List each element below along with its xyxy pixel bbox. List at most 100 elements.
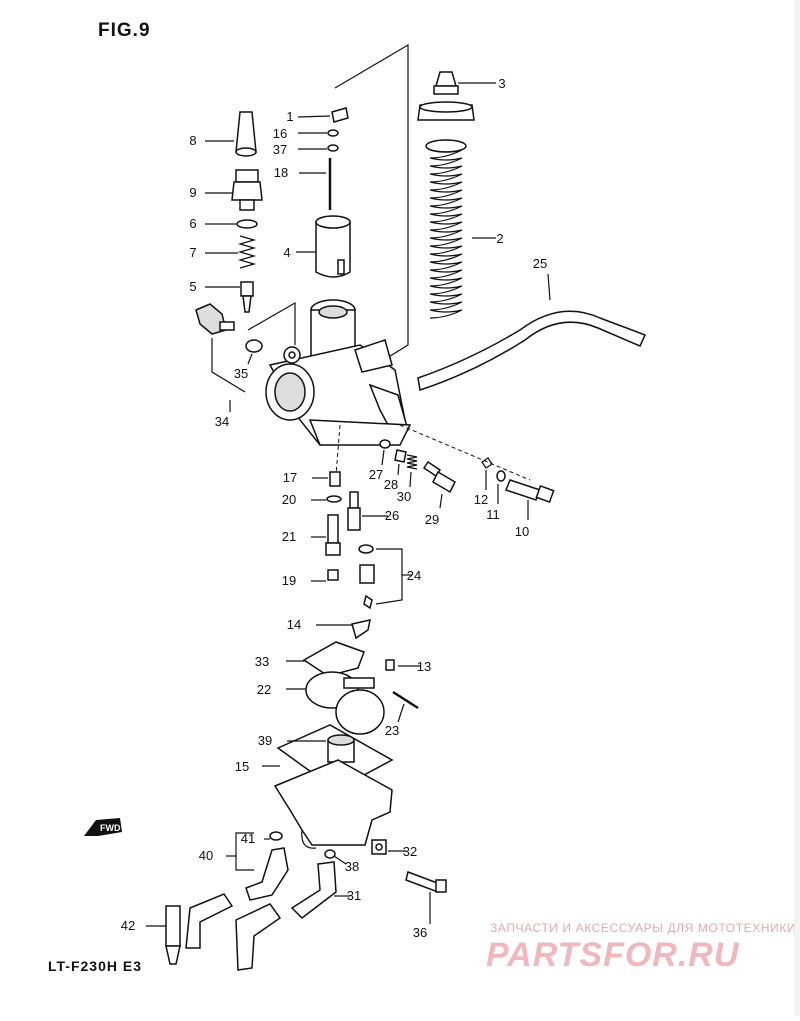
fwd-arrow-icon: FWD: [84, 818, 122, 836]
part-4-throttle-valve: [315, 215, 351, 278]
float-chamber: [273, 759, 393, 849]
callout-36: 36: [413, 925, 427, 940]
callout-3: 3: [498, 76, 505, 91]
part-26-jet: [347, 491, 361, 531]
callout-39: 39: [258, 733, 272, 748]
leader-lines: [146, 82, 551, 927]
model-label: LT-F230H E3: [48, 958, 142, 974]
callout-15: 15: [235, 759, 249, 774]
callout-5: 5: [189, 279, 196, 294]
part-40-bracket: [235, 832, 254, 871]
callout-24: 24: [407, 568, 421, 583]
leader-line-35: [247, 353, 253, 365]
callout-40: 40: [199, 848, 213, 863]
leader-line-28: [397, 463, 400, 476]
part-16-washer: [327, 129, 339, 137]
part-24-bracket: [375, 548, 403, 605]
part-13-screw: [385, 659, 395, 671]
watermark-tagline: ЗАПЧАСТИ И АКСЕССУАРЫ ДЛЯ МОТОТЕХНИКИ: [490, 921, 797, 935]
callout-7: 7: [189, 245, 196, 260]
dash-line-pilot: [399, 424, 531, 481]
callout-35: 35: [234, 366, 248, 381]
callout-8: 8: [189, 133, 196, 148]
part-25-hose: [417, 310, 647, 391]
leader-line-29: [439, 493, 443, 509]
part-19-jet: [327, 569, 339, 581]
part-20-washer: [326, 495, 342, 503]
callout-20: 20: [282, 492, 296, 507]
part-1-clip: [331, 107, 349, 123]
callout-17: 17: [283, 470, 297, 485]
dash-line-jet: [335, 424, 341, 476]
part-34-bracket: [211, 338, 246, 393]
leader-line-30: [409, 471, 412, 488]
part-24-pin: [363, 594, 373, 610]
leader-line-25: [547, 273, 551, 301]
part-7-spring: [237, 235, 257, 269]
part-22-float: [305, 671, 385, 735]
part-2-spring: [417, 101, 475, 319]
part-17-jet: [329, 471, 341, 487]
part-23-pin: [392, 690, 419, 710]
callout-33: 33: [255, 654, 269, 669]
callout-21: 21: [282, 529, 296, 544]
callout-4: 4: [283, 245, 290, 260]
callout-2: 2: [496, 231, 503, 246]
figure-title: FIG.9: [98, 20, 151, 41]
leader-line-27: [381, 449, 385, 466]
part-3-cap: [433, 71, 459, 95]
part-6-washer: [236, 219, 258, 229]
callout-42: 42: [121, 918, 135, 933]
callout-6: 6: [189, 216, 196, 231]
callout-25: 25: [533, 256, 547, 271]
callout-16: 16: [273, 126, 287, 141]
part-30-spring: [406, 454, 418, 470]
callout-23: 23: [385, 723, 399, 738]
leader-line-38: [333, 855, 347, 865]
part-5-plunger: [240, 281, 254, 313]
callout-1: 1: [286, 109, 293, 124]
part-21-tube: [325, 514, 341, 556]
part-38-clip: [324, 849, 336, 859]
part-29-screw: [422, 460, 456, 494]
part-42-drain: [165, 905, 181, 965]
leader-line-23: [397, 703, 405, 723]
callout-29: 29: [425, 512, 439, 527]
part-34-starter: [195, 303, 235, 335]
part-35-o-ring: [245, 339, 263, 353]
callout-9: 9: [189, 185, 196, 200]
part-10-screw: [505, 479, 555, 503]
callout-37: 37: [273, 142, 287, 157]
callout-10: 10: [515, 524, 529, 539]
part-8-cap: [235, 111, 257, 157]
carburetor-body: [265, 299, 412, 446]
callout-22: 22: [257, 682, 271, 697]
fwd-label: FWD: [100, 823, 121, 833]
callout-labels: 1234567891011121314151617181920212223242…: [121, 76, 547, 940]
part-40-hose: [245, 847, 289, 901]
part-14-clip: [351, 619, 371, 640]
part-32-screw: [371, 839, 387, 855]
part-39-boss: [327, 734, 355, 763]
part-12-spring: [481, 457, 493, 469]
callout-32: 32: [403, 844, 417, 859]
part-24-ring: [358, 544, 374, 554]
callout-41: 41: [241, 831, 255, 846]
callout-28: 28: [384, 477, 398, 492]
part-40b-hose: [185, 893, 234, 949]
part-37-ring: [327, 144, 339, 152]
callout-14: 14: [287, 617, 301, 632]
callout-31: 31: [347, 888, 361, 903]
watermark-brand: PARTSFOR.RU: [486, 936, 740, 974]
callout-27: 27: [369, 467, 383, 482]
leader-line-1: [297, 115, 331, 118]
callout-13: 13: [417, 659, 431, 674]
callout-34: 34: [215, 414, 229, 429]
callout-18: 18: [274, 165, 288, 180]
part-27-washer: [379, 439, 391, 449]
callout-19: 19: [282, 573, 296, 588]
part-24-valve: [359, 564, 375, 584]
callout-12: 12: [474, 492, 488, 507]
